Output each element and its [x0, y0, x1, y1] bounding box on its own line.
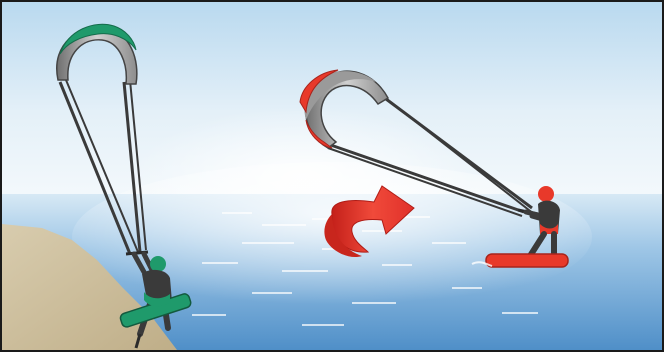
rotation-arrow-icon [324, 185, 415, 258]
kite-green-icon [56, 23, 147, 255]
kite-red-icon [299, 69, 535, 217]
kiter-right-icon [471, 186, 569, 268]
kiter-left-icon [119, 250, 192, 349]
